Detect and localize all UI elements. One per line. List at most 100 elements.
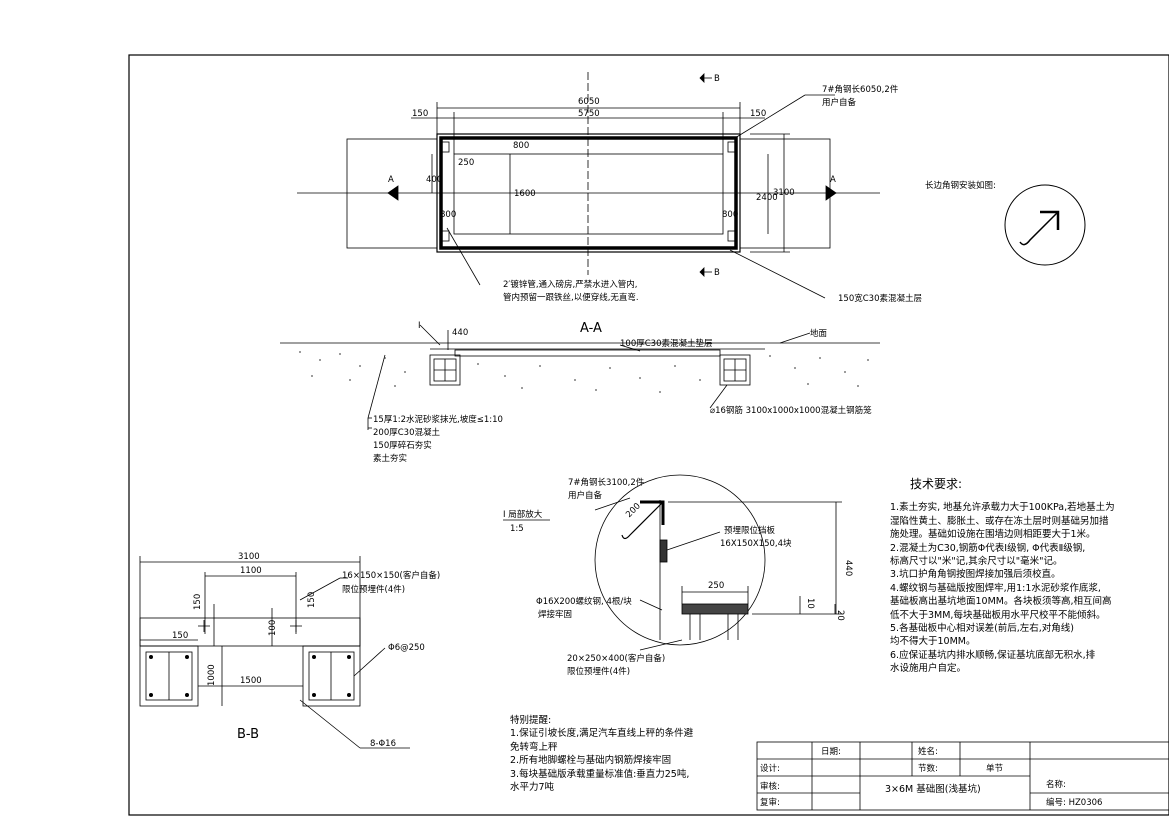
section-mark-b-bottom: B <box>714 268 720 278</box>
tech-line: 6.应保证基坑内排水顺畅,保证基坑底部无积水,排 <box>890 649 1096 661</box>
special-line: 2.所有地脚螺栓与基础内钢筋焊接牢固 <box>510 755 672 767</box>
dim-200: 200 <box>624 501 643 520</box>
stirrup-label: Φ6@250 <box>388 643 425 653</box>
anchor-bolt-left <box>198 620 210 632</box>
anchor-plate <box>441 230 450 242</box>
tb-section: 节数: <box>918 763 938 774</box>
layer-soil: 素土夯实 <box>373 453 407 464</box>
layer-c30: 200厚C30混凝土 <box>373 427 440 438</box>
dim-3100: 3100 <box>773 188 795 198</box>
dim-2400: 2400 <box>756 193 778 203</box>
plan-labels: 6050 5750 150 150 400 250 800 1600 800 8… <box>388 74 996 304</box>
note-concrete-layer: 150宽C30素混凝土层 <box>838 293 922 304</box>
tech-line: 水设施用户自定。 <box>890 663 967 675</box>
technical-requirements: 技术要求: 1.素土夯实, 地基允许承载力大于100KPa,若地基土为 湿陷性黄… <box>890 477 1158 676</box>
dim-150-right: 150 <box>750 109 766 119</box>
special-title: 特别提醒: <box>510 715 552 726</box>
dim-440: 440 <box>452 328 468 338</box>
dim-10: 10 <box>805 598 815 609</box>
anchor-plate <box>441 141 450 153</box>
rebar-cage-right <box>719 354 751 386</box>
dim-250-detail: 250 <box>708 581 724 591</box>
dim-100: 100 <box>268 620 278 636</box>
bolt-label: Φ16X200螺纹钢, 4根/块 <box>536 596 632 607</box>
limit-plate-label: 预埋限位挡板 <box>724 525 776 536</box>
dim-440-detail: 440 <box>843 560 853 576</box>
embed-label: 20×250×400(客户自备) <box>567 653 665 664</box>
dim-1600: 1600 <box>514 189 536 199</box>
dim-1500: 1500 <box>240 676 262 686</box>
tech-line: 施处理。基础如设施在围墙边则相距要大于1米。 <box>890 529 1096 541</box>
dim-150-left: 150 <box>412 109 428 119</box>
special-line: 1.保证引坡长度,满足汽车直线上秤的条件避 <box>510 728 694 740</box>
pit-inner <box>453 153 724 235</box>
special-reminders: 特别提醒: 1.保证引坡长度,满足汽车直线上秤的条件避 免转弯上秤 2.所有地脚… <box>510 714 750 794</box>
layer-gravel: 150厚碎石夯实 <box>373 440 432 451</box>
tech-line: 2.混凝土为C30,钢筋Φ代表Ⅰ级钢, Φ代表Ⅱ级钢, <box>890 542 1086 554</box>
tech-line: 湿陷性黄土、膨胀土、或存在冻土层时则基础另加措 <box>890 515 1109 527</box>
plan-view <box>297 72 880 299</box>
ground-label: 地面 <box>810 328 828 339</box>
dim-150-bb-b: 150 <box>307 592 317 608</box>
dim-20: 20 <box>835 610 845 621</box>
layer-mortar: 15厚1:2水泥砂浆抹光,坡度≤1:10 <box>373 414 503 425</box>
section-bb-labels: B-B 3100 1100 150 150 150 100 1000 1500 … <box>172 552 440 749</box>
limit-plate-size: 16X150X150,4块 <box>720 538 792 549</box>
tech-line: 标高尺寸以"米"记,其余尺寸以"毫米"记。 <box>890 556 1063 568</box>
cushion-layer <box>454 349 721 357</box>
rebar-dots <box>149 655 351 697</box>
dim-800-right: 800 <box>722 210 738 220</box>
dim-3100-bb: 3100 <box>238 552 260 562</box>
anchor-plate <box>727 230 736 242</box>
section-mark-b-top: B <box>714 74 720 84</box>
cushion-label: 100厚C30素混凝土垫层 <box>620 338 712 349</box>
title-block <box>756 741 1169 811</box>
dim-150-bb-a: 150 <box>193 594 203 610</box>
dim-6050: 6050 <box>578 97 600 107</box>
dim-800-left: 800 <box>440 210 456 220</box>
tech-line: 均不得大于10MM。 <box>890 636 976 648</box>
anchor-bolt-right <box>290 620 302 632</box>
drawing-border <box>128 54 1169 816</box>
angle-3100-label: 7#角钢长3100,2件 <box>568 477 645 488</box>
special-line: 免转弯上秤 <box>510 741 558 753</box>
section-aa-title: A-A <box>580 321 602 336</box>
embed-plate-label: 16×150×150(客户自备) <box>342 570 440 581</box>
note-angle-steel-user: 用户自备 <box>822 97 857 108</box>
tb-single: 单节 <box>986 763 1004 774</box>
soil-hatch <box>299 351 869 393</box>
dim-5750: 5750 <box>578 109 600 119</box>
tb-number: 编号: HZ0306 <box>1046 797 1102 808</box>
tb-name: 姓名: <box>918 746 938 757</box>
note-angle-steel: 7#角钢长6050,2件 <box>822 84 899 95</box>
tb-drawing-name: 3×6M 基础图(浅基坑) <box>885 783 981 795</box>
tb-label-name: 名称: <box>1046 779 1066 790</box>
detail-mark-i: I <box>418 321 421 331</box>
section-aa-labels: A-A I 440 100厚C30素混凝土垫层 地面 ⌀16钢筋 3100x10… <box>373 321 872 464</box>
note-pipe-2: 管内预留一跟铁丝,以便穿线,无直弯. <box>503 292 639 303</box>
limit-plate <box>659 539 668 563</box>
bolt-weld: 焊接牢固 <box>538 609 572 620</box>
pier-left <box>139 645 199 707</box>
tech-line: 低不大于3MM,每块基础板用水平尺校平不能倾斜。 <box>890 609 1106 621</box>
dim-800-top: 800 <box>513 141 529 151</box>
section-mark-a-left: A <box>388 175 394 185</box>
angle-install-detail <box>1004 184 1086 266</box>
detail-i <box>503 474 842 651</box>
tech-line: 1.素土夯实, 地基允许承载力大于100KPa,若地基土为 <box>890 502 1115 514</box>
dim-150-bb-c: 150 <box>172 631 188 641</box>
embed-plate-count: 限位预埋件(4件) <box>342 584 405 595</box>
angle-3100-user: 用户自备 <box>568 490 603 501</box>
tech-line: 基础板高出基坑地面10MM。各块板须等高,相互间高 <box>890 596 1112 608</box>
dim-1000: 1000 <box>207 664 217 686</box>
section-mark-a-right: A <box>830 175 836 185</box>
embedded-plate <box>681 603 749 615</box>
note-pipe-1: 2′镀锌管,通入磅房,严禁水进入管内, <box>503 279 637 290</box>
tech-title: 技术要求: <box>910 477 963 491</box>
detail-scale: 1:5 <box>510 524 524 534</box>
title-block-labels: 日期: 姓名: 设计: 节数: 单节 审核: 复审: 3×6M 基础图(浅基坑)… <box>760 746 1102 808</box>
embed-count: 限位预埋件(4件) <box>567 666 630 677</box>
pier-right <box>302 645 361 707</box>
tech-line: 5.各基础板中心相对误差(前后,左右,对角线) <box>890 623 1075 635</box>
